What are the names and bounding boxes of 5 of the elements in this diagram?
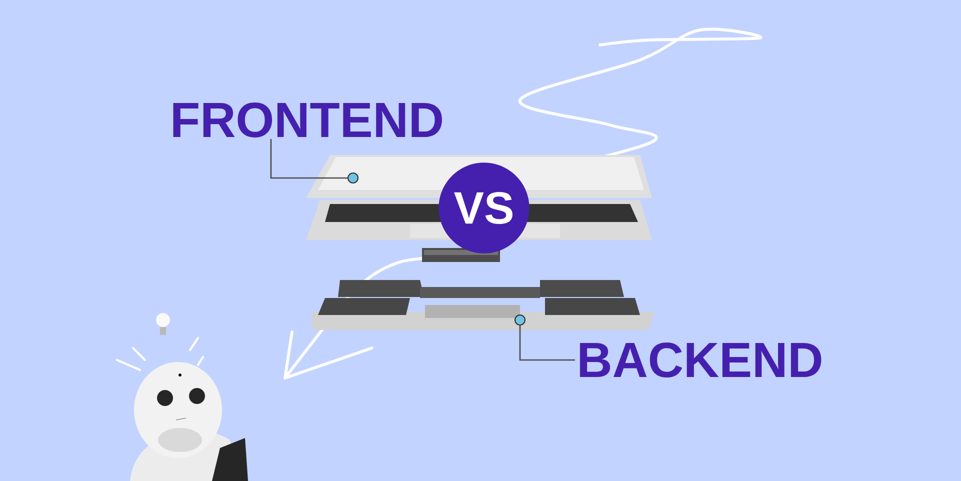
- leader-line: [519, 326, 576, 361]
- leader-line: [270, 139, 348, 179]
- heading-label: BACKEND: [580, 342, 822, 378]
- heading-label: FRONTEND: [173, 102, 442, 138]
- vs-badge: VS: [438, 162, 530, 254]
